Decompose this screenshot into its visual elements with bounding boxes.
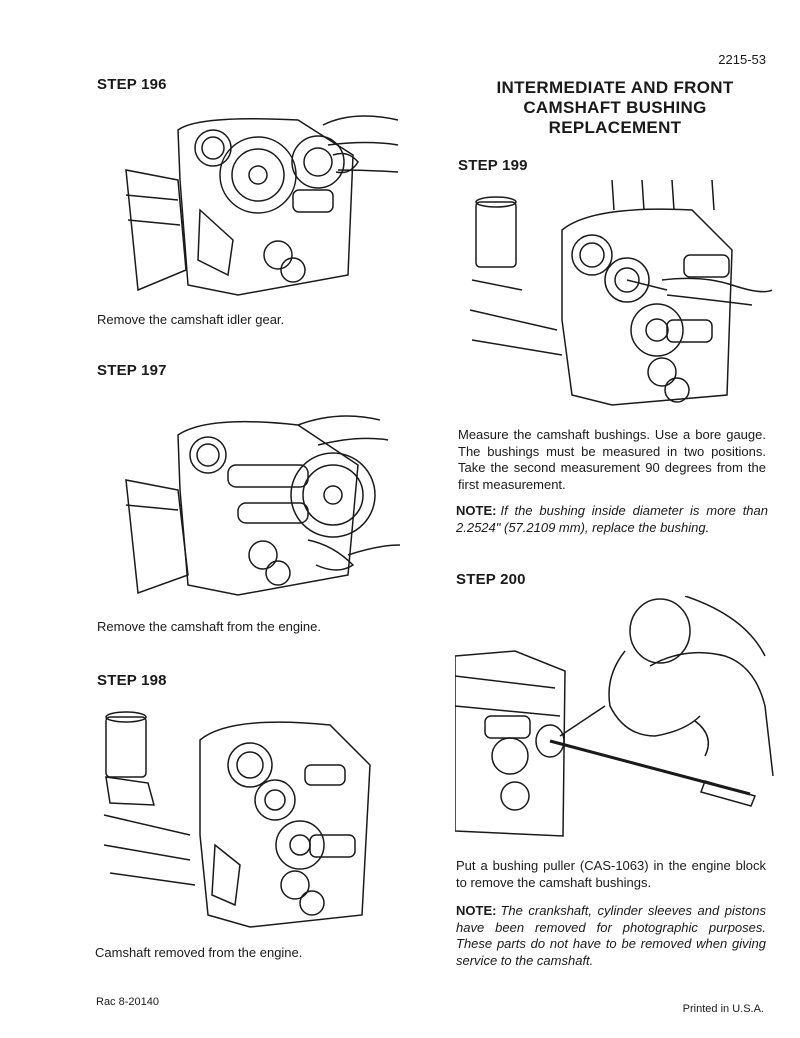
step-200-note-text: The crankshaft, cylinder sleeves and pis… — [456, 903, 766, 968]
step-198-label: STEP 198 — [97, 672, 167, 689]
step-200-label: STEP 200 — [456, 571, 526, 588]
step-198-illustration — [100, 705, 400, 930]
page-number: 2215-53 — [718, 52, 766, 67]
step-200-note: NOTE:The crankshaft, cylinder sleeves an… — [456, 903, 766, 969]
step-196-caption: Remove the camshaft idler gear. — [97, 312, 285, 327]
step-197-caption: Remove the camshaft from the engine. — [97, 619, 322, 634]
section-title-line-2: CAMSHAFT BUSHING — [523, 98, 707, 117]
footer-printed-in: Printed in U.S.A. — [682, 1003, 764, 1015]
step-198-caption: Camshaft removed from the engine. — [95, 945, 303, 960]
section-title-line-1: INTERMEDIATE AND FRONT — [496, 78, 734, 97]
step-197-illustration — [118, 395, 400, 600]
step-200-note-label: NOTE: — [456, 903, 497, 918]
step-196-label: STEP 196 — [97, 76, 167, 93]
step-200-illustration — [455, 596, 775, 846]
footer-document-code: Rac 8-20140 — [96, 996, 159, 1008]
step-196-illustration — [118, 100, 400, 305]
step-199-note: NOTE:If the bushing inside diameter is m… — [456, 503, 768, 536]
section-title-line-3: REPLACEMENT — [548, 118, 682, 137]
step-199-note-label: NOTE: — [456, 503, 497, 518]
step-200-caption: Put a bushing puller (CAS-1063) in the e… — [456, 858, 766, 890]
step-197-label: STEP 197 — [97, 362, 167, 379]
section-title: INTERMEDIATE AND FRONT CAMSHAFT BUSHING … — [460, 78, 770, 138]
step-199-label: STEP 199 — [458, 157, 528, 174]
step-199-illustration — [462, 180, 772, 410]
step-199-caption: Measure the camshaft bushings. Use a bor… — [458, 427, 766, 492]
step-199-note-text: If the bushing inside diameter is more t… — [456, 503, 768, 535]
